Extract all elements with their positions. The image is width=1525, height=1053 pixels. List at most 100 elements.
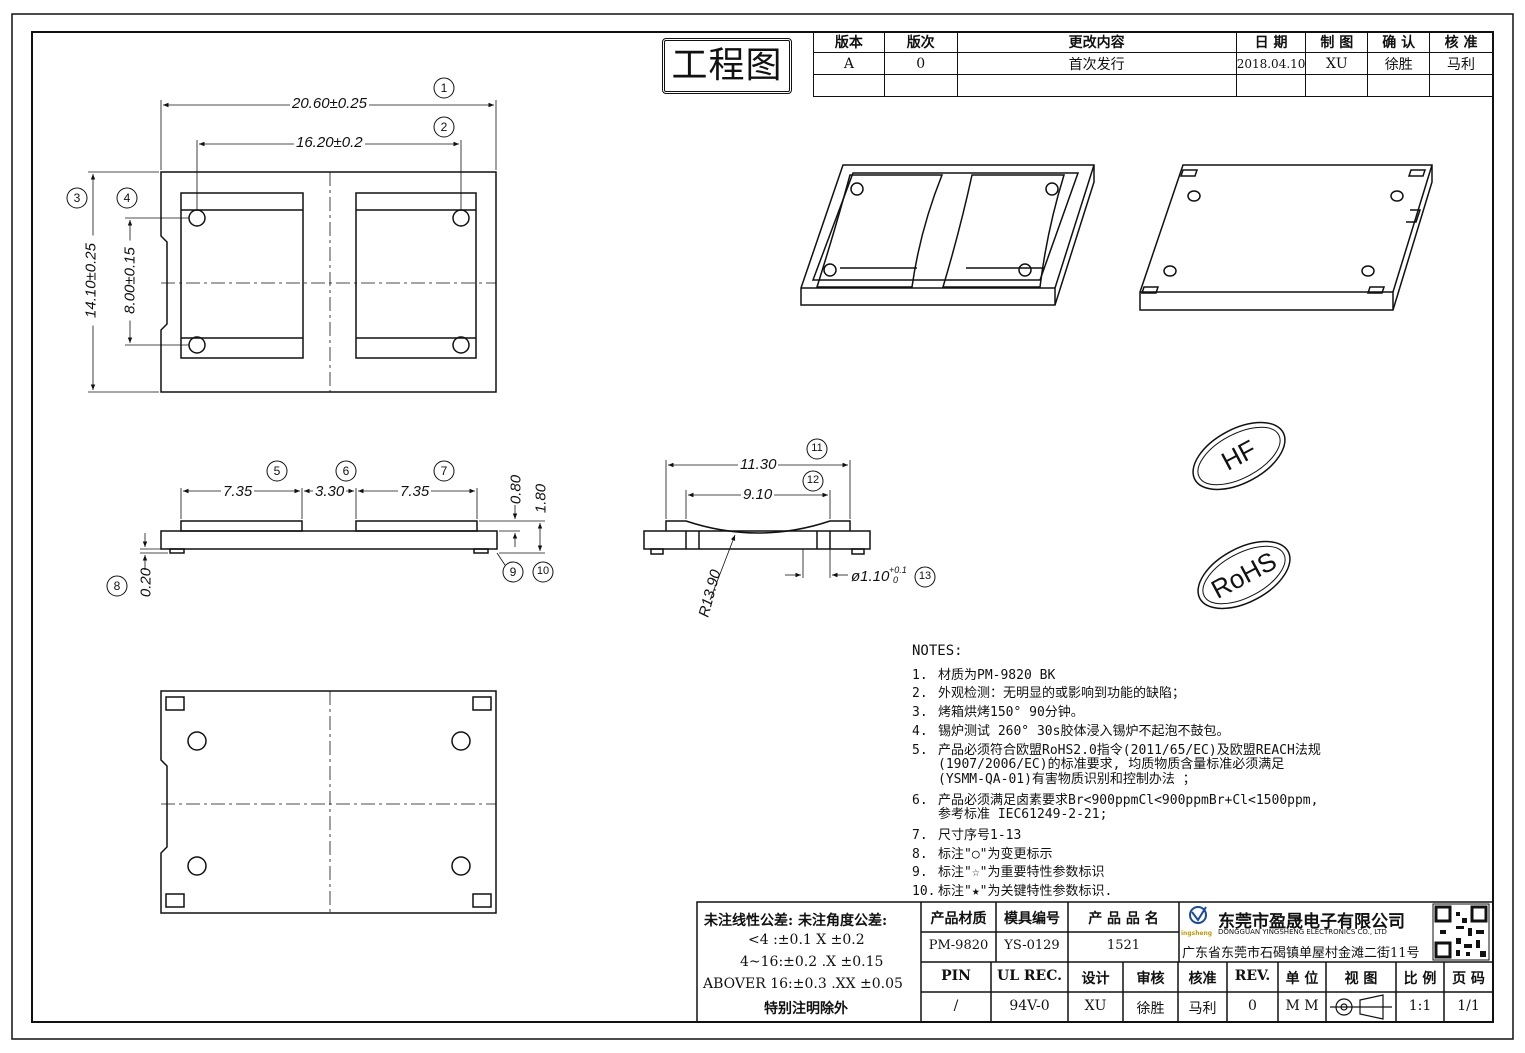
balloon-6: 6 xyxy=(342,464,350,478)
note-number: 9. xyxy=(912,865,928,881)
note-item: 5.产品必须符合欧盟RoHS2.0指令(2011/65/EC)及欧盟REACH法… xyxy=(912,742,1472,788)
tb-label-pin: PIN xyxy=(941,968,971,984)
balloons xyxy=(66,77,936,597)
company-name-cn: 东莞市盈晟电子有限公司 xyxy=(1218,912,1405,932)
note-number: 10. xyxy=(912,884,936,900)
note-number: 4. xyxy=(912,723,928,739)
balloon-8: 8 xyxy=(113,579,121,593)
note-item: 1. 材质为PM-9820 BK xyxy=(912,667,1472,684)
notes-list: 1. 材质为PM-9820 BK 2. 外观检测：无明显的或影响到功能的缺陷； 3. 烤箱… xyxy=(912,667,1472,900)
note-number: 2. xyxy=(912,686,928,702)
balloon-13: 13 xyxy=(918,570,932,582)
note-number: 7. xyxy=(912,828,928,844)
balloon-11: 11 xyxy=(811,442,823,454)
tb-value-pin: / xyxy=(953,998,959,1014)
tb-label-rev: REV. xyxy=(1234,968,1271,984)
note-item: 8. 标注"○"为变更标示 xyxy=(912,846,1472,863)
dim-seg2: 7.35 xyxy=(398,483,432,500)
tb-value-mold-no: YS-0129 xyxy=(1004,938,1060,953)
balloon-3: 3 xyxy=(73,191,81,205)
tb-label-scale: 比 例 xyxy=(1403,971,1437,987)
note-number: 1. xyxy=(912,667,928,683)
note-number: 8. xyxy=(912,846,928,862)
note-item: 3. 烤箱烘烤150° 90分钟。 xyxy=(912,705,1472,721)
note-text: 标注"★"为关键特性参数标识. xyxy=(938,884,1113,900)
note-text: 烤箱烘烤150° 90分钟。 xyxy=(938,705,1084,721)
balloon-2: 2 xyxy=(440,120,448,134)
rev-cell-empty xyxy=(956,74,1237,97)
rev-header-date: 日 期 xyxy=(1235,31,1307,53)
note-text: 尺寸序号1-13 xyxy=(938,828,1022,844)
tb-label-product-name: 产 品 品 名 xyxy=(1088,911,1159,927)
iso-bottom-view xyxy=(1139,164,1433,311)
iso-top-view xyxy=(800,164,1095,306)
tb-value-ul: 94V-0 xyxy=(1009,998,1050,1014)
note-item: 6. 产品必须满足卤素要求Br<900ppmCl<900ppmBr+Cl<1500… xyxy=(912,792,1472,823)
tb-value-approve: 马利 xyxy=(1188,1001,1217,1017)
tb-label-design: 设计 xyxy=(1081,971,1110,987)
balloon-4: 4 xyxy=(123,191,131,205)
dim-pin-tol-dn: 0 xyxy=(893,575,899,585)
rev-cell-approve: 马利 xyxy=(1429,52,1493,75)
company-brand: ingsheng xyxy=(1181,930,1213,937)
note-text: 外观检测：无明显的或影响到功能的缺陷； xyxy=(938,686,1186,702)
tb-value-review: 徐胜 xyxy=(1136,1001,1165,1017)
note-text: 标注"☆"为重要特性参数标识 xyxy=(938,865,1105,881)
tb-value-page: 1/1 xyxy=(1457,998,1480,1014)
note-text: 材质为PM-9820 BK xyxy=(938,667,1056,683)
tolerance-line-2: 4~16:±0.2 .X ±0.15 xyxy=(740,954,884,970)
bottom-view xyxy=(160,690,497,914)
revision-table: 版本 版次 更改内容 日 期 制 图 确 认 核 准 A 0 首次发行 2018… xyxy=(813,31,1493,97)
note-item: 7. 尺寸序号1-13 xyxy=(912,828,1472,844)
dim-seg1: 7.35 xyxy=(221,483,255,500)
company-name-en: DONGGUAN YINGSHENG ELECTRONICS CO., LTD xyxy=(1218,928,1387,936)
title-block-grid xyxy=(696,901,1494,1023)
tb-value-material: PM-9820 xyxy=(928,938,989,953)
balloon-1: 1 xyxy=(440,81,448,95)
balloon-10: 10 xyxy=(536,565,550,577)
note-number: 6. xyxy=(912,792,928,808)
tb-label-page: 页 码 xyxy=(1452,971,1485,987)
note-number: 3. xyxy=(912,705,928,721)
note-text: 锡炉测试 260° 30s胶体浸入锡炉不起泡不鼓包。 xyxy=(938,723,1230,739)
hf-mark xyxy=(1192,421,1286,491)
dim-sec-inner: 9.10 xyxy=(741,486,775,503)
tb-value-unit: M M xyxy=(1285,998,1319,1014)
rohs-mark xyxy=(1197,540,1291,610)
balloon-5: 5 xyxy=(273,464,281,478)
tolerance-block: 未注线性公差: 未注角度公差: <4 :±0.1 X ±0.2 4~16:±0.… xyxy=(698,904,920,1022)
tb-label-ul: UL REC. xyxy=(996,968,1062,984)
tolerance-footer: 特别注明除外 xyxy=(764,1001,848,1017)
dim-hole-span: 16.20±0.2 xyxy=(294,134,365,151)
rev-header-content: 更改内容 xyxy=(956,31,1237,53)
dim-pin-dia: ø1.10 xyxy=(851,568,890,585)
tb-label-unit: 单 位 xyxy=(1285,971,1319,987)
note-text: 标注"○"为变更标示 xyxy=(938,846,1053,862)
note-text: 产品必须满足卤素要求Br<900ppmCl<900ppmBr+Cl<1500pp… xyxy=(938,792,1319,823)
note-text: 产品必须符合欧盟RoHS2.0指令(2011/65/EC)及欧盟REACH法规 … xyxy=(938,742,1321,787)
dim-sec-outer: 11.30 xyxy=(738,456,779,473)
rev-cell-drawn: XU xyxy=(1305,52,1369,75)
tb-value-scale: 1:1 xyxy=(1408,998,1432,1014)
rev-cell-empty xyxy=(1429,74,1493,97)
qr-code-icon xyxy=(1432,903,1490,961)
balloon-7: 7 xyxy=(440,464,448,478)
balloon-9: 9 xyxy=(509,565,517,579)
note-item: 4. 锡炉测试 260° 30s胶体浸入锡炉不起泡不鼓包。 xyxy=(912,723,1472,740)
note-item: 10.标注"★"为关键特性参数标识. xyxy=(912,884,1472,900)
tb-label-review: 审核 xyxy=(1136,971,1165,987)
company-address: 广东省东莞市石碣镇单屋村金滩二街11号 xyxy=(1182,946,1420,961)
note-item: 2. 外观检测：无明显的或影响到功能的缺陷； xyxy=(912,687,1472,702)
dim-gap: 3.30 xyxy=(313,483,347,500)
tb-value-design: XU xyxy=(1084,998,1107,1014)
tb-label-approve: 核准 xyxy=(1188,971,1217,987)
company-logo-icon xyxy=(1189,906,1207,924)
rev-cell-date: 2018.04.10 xyxy=(1235,52,1307,75)
rev-cell-empty xyxy=(1305,74,1369,97)
outer-border xyxy=(11,13,1514,1040)
tb-label-material: 产品材质 xyxy=(930,911,987,927)
tolerance-heading: 未注线性公差: 未注角度公差: xyxy=(704,913,888,929)
